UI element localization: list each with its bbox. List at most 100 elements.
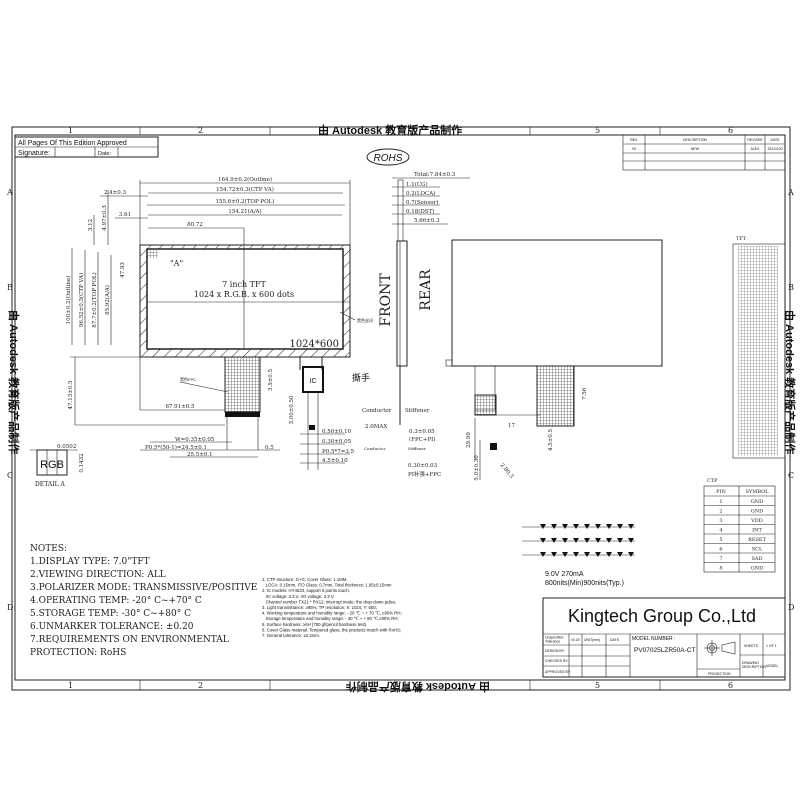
led-icon xyxy=(562,538,568,543)
ctp-symbol: SCL xyxy=(752,547,763,553)
dim-rear-4: 4.5±0.5 xyxy=(548,428,554,451)
dim-ctp-va-height: 96.52±0.3(CTP VA) xyxy=(78,273,85,327)
ic-chip xyxy=(302,366,324,393)
dim-left-offset: 2.4±0.3 xyxy=(104,190,127,196)
dim-rear-6: 5.0±0.30 xyxy=(474,455,480,481)
ctp-pin: 5 xyxy=(719,537,722,543)
reviser-cell: ALEX xyxy=(751,147,761,151)
ink-label: 黑色丝印 xyxy=(357,317,373,323)
rear-fpc xyxy=(536,365,575,427)
dim-rear-5: 2.80.3 xyxy=(498,462,514,480)
zone-a: A xyxy=(6,188,13,197)
front-view: "A" 7 inch TFT 1024 x R.G.B. x 600 dots … xyxy=(65,176,373,470)
conductor-label: Conductor xyxy=(362,408,392,414)
model-number-label: MODEL NUMBER : xyxy=(632,636,675,642)
projection-symbol-icon xyxy=(704,640,736,656)
tft-table-title: TFT xyxy=(736,236,747,242)
dim-ic-width: 4.5±0.10 xyxy=(322,458,348,464)
dim-ctp-va-width: 154.72±0.3(CTP VA) xyxy=(216,186,274,193)
note-7-cont: PROTECTION: RoHS xyxy=(30,648,126,658)
zone-c-right: C xyxy=(788,471,794,480)
ctp-pin: 1 xyxy=(719,499,722,505)
dim-aa-height: 85.92(A/A) xyxy=(104,285,111,315)
led-icon xyxy=(540,524,546,529)
ctp-symbol: SAD xyxy=(751,556,762,562)
ctp-note-line: LOCA: 0.15mm, ITO Glass: 0.7mm, Total th… xyxy=(262,583,392,588)
dim-top-offset: 3.12 xyxy=(88,219,94,231)
led-icon xyxy=(573,538,579,543)
dim-rear-1: 7.56 xyxy=(582,387,588,400)
panel-corner-label: 1024*600 xyxy=(289,339,339,350)
dim-fpc-stiffener: 3.5±0.5 xyxy=(268,368,274,391)
ctp-note-line: IIC voltage: 3.3 V, I/O voltage: 3.3 V. xyxy=(262,594,335,599)
zone-6-bottom: 6 xyxy=(728,681,733,690)
dim-aa-offset: 3.61 xyxy=(119,212,131,218)
led-icon xyxy=(562,524,568,529)
dim-pi-label: PI补强+FPC xyxy=(408,470,441,478)
dim-fpc-width: 25.5±0.1 xyxy=(187,452,213,458)
rear-label: REAR xyxy=(418,269,434,311)
dim-top-pol-width: 155.6±0.2(TOP POL) xyxy=(216,198,275,205)
sheets-label: SHEETS xyxy=(744,644,759,648)
side-view: Total:7.84±0.3 1.1(CG) 0.2(LOCA) 0.7(Sen… xyxy=(362,172,470,478)
led-icon xyxy=(551,552,557,557)
date-cell: 20211100 xyxy=(767,147,782,151)
dim-center-vertical: 47.93 xyxy=(120,262,126,278)
front-label: FRONT xyxy=(378,273,394,327)
led-icon xyxy=(573,552,579,557)
dim-fpc-pi-label: (FPC+PI) xyxy=(409,436,436,443)
detail-a-callout: "A" xyxy=(170,259,183,268)
led-icon xyxy=(595,524,601,529)
dim-fpc-length: 47.13±0.5 xyxy=(68,380,74,410)
ctp-symbol: GND xyxy=(751,509,763,515)
zone-labels: 1 2 5 6 1 2 5 6 A B C D A B C D xyxy=(6,126,794,690)
zone-a-right: A xyxy=(787,188,794,197)
unit-label: UNIT(mm) xyxy=(584,638,600,642)
dim-top-offset-2: 4.97±0.3 xyxy=(102,205,108,231)
dim-outline-height: 100±0.2(Outline) xyxy=(65,276,72,325)
ctp-note-line: 1. CTP structure: G+G; Cover Glass: 1.1M… xyxy=(262,577,348,582)
tolerance-value: ±0.20 xyxy=(571,638,580,642)
tab-label: 撕手 xyxy=(352,372,370,383)
sheets-value: 1 OF 1 xyxy=(766,644,777,648)
dim-pin-pitch: P0.5*(50-1)=24.5±0.1 xyxy=(145,444,207,451)
led-icon xyxy=(540,538,546,543)
pin-header: PIN xyxy=(716,489,726,495)
drawing-description-value: MODEL xyxy=(766,664,779,668)
ctp-note-line: Channel number TX21 * RX12; interrupt mo… xyxy=(262,599,396,604)
dim-top-pol-height: 87.7±0.2(TOP POL) xyxy=(91,272,98,327)
zone-1: 1 xyxy=(68,126,73,135)
notes-title: NOTES: xyxy=(30,544,67,554)
rohs-badge: ROHS xyxy=(366,148,410,166)
led-icon xyxy=(628,552,634,557)
ctp-symbol: INT xyxy=(752,528,762,534)
dim-dst: 0.18(DST) xyxy=(406,208,434,215)
backlight-brightness: 800nits(Min)900nits(Typ.) xyxy=(545,580,624,587)
model-number: PV07025LZR50A-CT xyxy=(634,647,695,654)
dim-subpixel-width: 0.0502 xyxy=(57,444,76,450)
dim-ic-pin-width: 0.30±0.05 xyxy=(322,439,352,445)
zone-d: D xyxy=(7,603,13,612)
stiffener-label-2: Stiffener xyxy=(408,446,426,451)
approval-box: All Pages Of This Edition Approved Signa… xyxy=(14,136,159,158)
panel-resolution: 1024 x R.G.B. x 600 dots xyxy=(194,290,294,299)
ic-label: IC xyxy=(310,378,317,385)
led-icon xyxy=(562,552,568,557)
projection-label: PROJECTION xyxy=(708,672,731,676)
rgb-label: RGB xyxy=(40,459,64,471)
led-icon xyxy=(584,538,590,543)
zone-1-bottom: 1 xyxy=(68,681,73,690)
note-5: 5.STORAGE TEMP: -30° C~+80° C xyxy=(30,609,191,619)
ctp-note-line: 3. Light transmittance: ≥85%; TP resolut… xyxy=(262,605,377,610)
stiffener-label: Stiffener xyxy=(405,408,430,414)
dim-edge: 0.5 xyxy=(265,445,274,451)
led-icon xyxy=(606,552,612,557)
ctp-symbol: GND xyxy=(751,499,763,505)
reviser-header: REVISER xyxy=(747,138,763,142)
dim-sensor: 0.7(Sensor) xyxy=(406,199,438,206)
dim-cg: 1.1(CG) xyxy=(406,181,428,188)
dim-ic-tail: 3.00±0.50 xyxy=(289,395,295,425)
